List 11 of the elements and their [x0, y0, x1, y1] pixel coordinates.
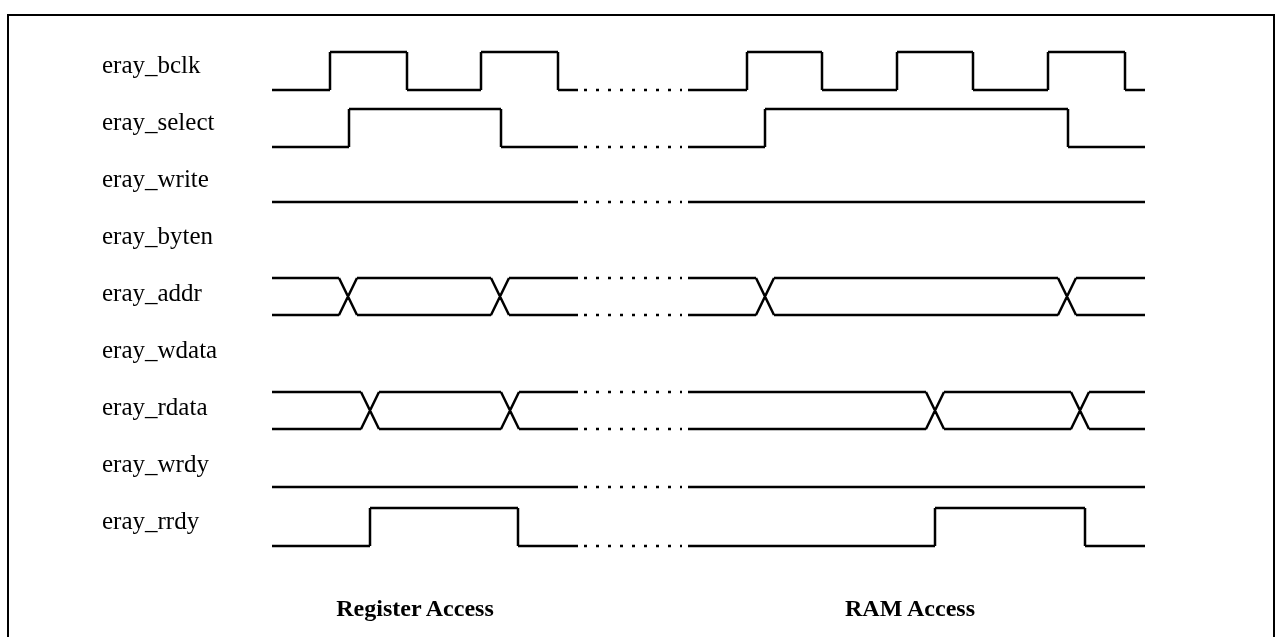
section-caption: Register Access	[336, 596, 494, 620]
signal-name: eray_write	[102, 166, 209, 191]
signal-name: eray_byten	[102, 223, 214, 248]
signal-name: eray_wdata	[102, 337, 218, 362]
signal-name: eray_addr	[102, 280, 202, 305]
signal-name: eray_wrdy	[102, 451, 209, 476]
section-caption: RAM Access	[845, 596, 975, 620]
signal-name: eray_select	[102, 109, 215, 134]
signal-name: eray_rrdy	[102, 508, 200, 533]
signal-name: eray_rdata	[102, 394, 208, 419]
signal-name: eray_bclk	[102, 52, 201, 77]
